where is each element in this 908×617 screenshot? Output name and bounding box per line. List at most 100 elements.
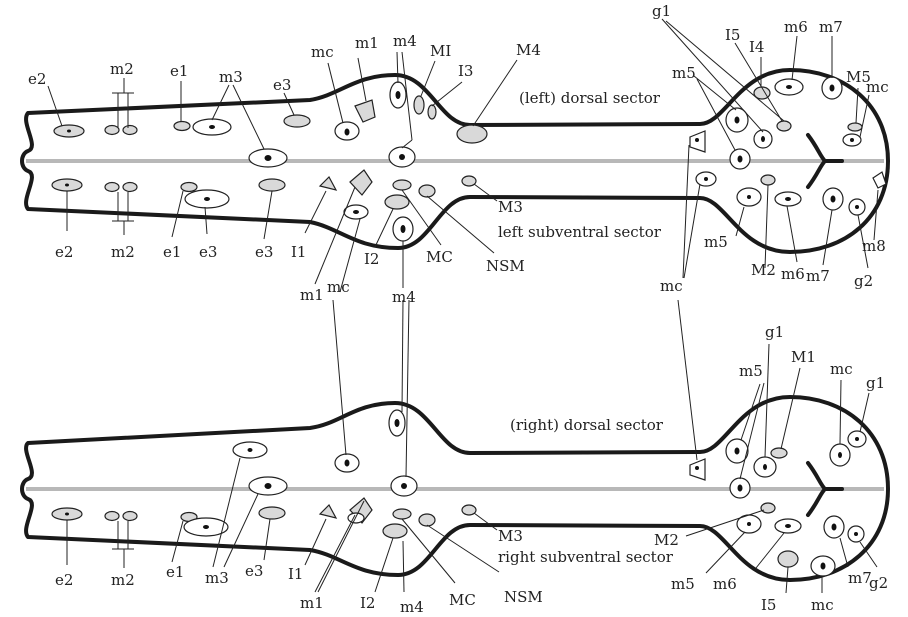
b-label-M3: M3 bbox=[498, 527, 523, 545]
cell-M2 bbox=[760, 174, 776, 186]
label-e2: e2 bbox=[28, 70, 46, 88]
cell-MC bbox=[392, 179, 412, 191]
b-cell-m1-b bbox=[347, 512, 365, 524]
label-e3-v2: e3 bbox=[255, 243, 273, 261]
b-label-e3: e3 bbox=[245, 562, 263, 580]
bottom-grinder bbox=[806, 461, 844, 517]
b-label-m5-v: m5 bbox=[671, 575, 695, 593]
bottom-labels: g1 m5 M1 mc g1 (right) dorsal sector M3 … bbox=[55, 323, 888, 616]
label-right-dorsal-sector: (right) dorsal sector bbox=[510, 416, 664, 434]
b-label-mc: mc bbox=[830, 360, 853, 378]
b-cell-M2 bbox=[760, 502, 776, 514]
top-labels: e2 m2 e1 m3 e3 mc m1 m4 MI I3 M4 (left) … bbox=[28, 2, 889, 306]
top-grinder bbox=[806, 133, 844, 189]
top-nuclei bbox=[65, 84, 859, 233]
label-m1: m1 bbox=[355, 34, 379, 52]
label-m5-v: m5 bbox=[704, 233, 728, 251]
b-label-m5: m5 bbox=[739, 362, 763, 380]
b-label-m3: m3 bbox=[205, 569, 229, 587]
label-I2: I2 bbox=[364, 250, 379, 268]
label-I3: I3 bbox=[458, 62, 473, 80]
b-label-m2: m2 bbox=[111, 571, 135, 589]
label-left-dorsal-sector: (left) dorsal sector bbox=[519, 89, 661, 107]
cell-m1-dorsal bbox=[354, 99, 376, 123]
cell-e3-ventral-grey bbox=[258, 178, 286, 192]
label-I4: I4 bbox=[749, 38, 764, 56]
label-m2-v: m2 bbox=[111, 243, 135, 261]
label-M3: M3 bbox=[498, 198, 523, 216]
label-mc-shared: mc bbox=[327, 278, 350, 296]
label-m1-v: m1 bbox=[300, 286, 324, 304]
top-panel bbox=[20, 18, 890, 293]
b-label-I5: I5 bbox=[761, 596, 776, 614]
label-NSM: NSM bbox=[486, 257, 525, 275]
b-cell-MC bbox=[392, 508, 412, 520]
b-label-M2: M2 bbox=[654, 531, 679, 549]
cell-m2-ventral-a bbox=[104, 181, 120, 193]
cell-M5-a bbox=[847, 122, 863, 132]
label-m4-shared: m4 bbox=[392, 288, 416, 306]
cell-m2-dorsal-b bbox=[122, 124, 138, 136]
b-cell-m2-b bbox=[122, 510, 138, 522]
cell-m2-ventral-b bbox=[122, 181, 138, 193]
label-left-subventral-sector: left subventral sector bbox=[498, 223, 662, 241]
cell-m8 bbox=[872, 171, 887, 189]
cell-MI bbox=[413, 95, 425, 115]
label-e3: e3 bbox=[273, 76, 291, 94]
label-M2: M2 bbox=[751, 261, 776, 279]
b-cell-e3 bbox=[258, 506, 286, 520]
label-m2: m2 bbox=[110, 60, 134, 78]
b-label-m4: m4 bbox=[400, 598, 424, 616]
b-cell-I5 bbox=[777, 550, 799, 568]
cell-e3-dorsal bbox=[283, 114, 311, 128]
label-MI: MI bbox=[430, 42, 451, 60]
label-g1: g1 bbox=[652, 2, 671, 20]
b-cell-NSM bbox=[418, 513, 436, 527]
label-right-subventral-sector: right subventral sector bbox=[498, 548, 674, 566]
label-e1: e1 bbox=[170, 62, 188, 80]
cell-m2-dorsal-a bbox=[104, 124, 120, 136]
cell-M4 bbox=[456, 124, 488, 144]
cell-m1-ventral bbox=[349, 169, 373, 196]
b-cell-I2 bbox=[382, 523, 408, 539]
bottom-leader-lines bbox=[66, 299, 878, 594]
b-cell-m2-a bbox=[104, 510, 120, 522]
label-mc-right: mc bbox=[866, 78, 889, 96]
label-e3-v: e3 bbox=[199, 243, 217, 261]
b-label-M1: M1 bbox=[791, 348, 816, 366]
label-M5: M5 bbox=[846, 68, 871, 86]
cell-I5-dorsal bbox=[776, 120, 792, 132]
cell-e1-dorsal bbox=[173, 120, 191, 132]
bottom-pharynx-outline bbox=[20, 395, 890, 582]
label-m6: m6 bbox=[784, 18, 808, 36]
b-label-m7: m7 bbox=[848, 569, 872, 587]
label-m4: m4 bbox=[393, 32, 417, 50]
cell-I2 bbox=[384, 194, 410, 210]
bottom-panel bbox=[20, 299, 890, 594]
label-I1: I1 bbox=[291, 243, 306, 261]
label-m7-v: m7 bbox=[806, 267, 830, 285]
label-m6-v: m6 bbox=[781, 265, 805, 283]
label-M4: M4 bbox=[516, 41, 541, 59]
b-label-e2: e2 bbox=[55, 571, 73, 589]
b-cell-I1 bbox=[318, 504, 338, 519]
label-g2: g2 bbox=[854, 272, 873, 290]
b-label-MC: MC bbox=[449, 591, 476, 609]
top-leader-lines bbox=[47, 18, 879, 293]
label-m7: m7 bbox=[819, 18, 843, 36]
label-e1-v: e1 bbox=[163, 243, 181, 261]
b-label-I1: I1 bbox=[288, 565, 303, 583]
label-MC: MC bbox=[426, 248, 453, 266]
b-label-e1: e1 bbox=[166, 563, 184, 581]
b-label-g1: g1 bbox=[765, 323, 784, 341]
b-label-I2: I2 bbox=[360, 594, 375, 612]
cell-I3 bbox=[427, 104, 437, 120]
bottom-nuclei bbox=[65, 419, 859, 570]
label-mc-shared-right: mc bbox=[660, 277, 683, 295]
top-pharynx-outline bbox=[20, 68, 890, 254]
label-m5: m5 bbox=[672, 64, 696, 82]
label-I5: I5 bbox=[725, 26, 740, 44]
label-mc: mc bbox=[311, 43, 334, 61]
b-cell-M3 bbox=[461, 504, 477, 516]
